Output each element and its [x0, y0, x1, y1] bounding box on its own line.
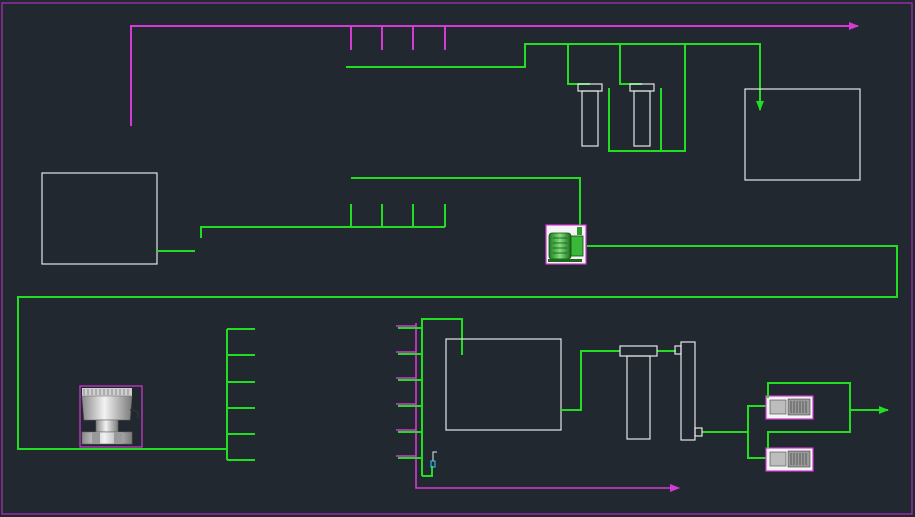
product-tank [744, 88, 861, 181]
middle-green-manifold [17, 177, 898, 450]
raw-water-tank [41, 172, 158, 265]
blower-motor-icon [765, 395, 814, 420]
filter-column [619, 345, 658, 440]
blower-motor-icon [765, 447, 814, 472]
top-filter-2 [629, 83, 655, 147]
top-magenta-line [130, 22, 859, 126]
top-green-manifold [346, 43, 764, 152]
top-filter-1 [577, 83, 603, 147]
stirred-tank-icon [79, 385, 143, 448]
sampling-valve-icon [430, 451, 437, 468]
center-green-feeds [398, 318, 463, 477]
reaction-tank [445, 338, 562, 431]
tank-to-filter-line [561, 350, 766, 459]
centrifugal-pump-icon [545, 224, 587, 265]
storage-column [674, 341, 703, 441]
distribution-header [226, 328, 255, 461]
blower-discharge-lines [767, 382, 889, 448]
center-magenta-inlets [396, 323, 680, 492]
